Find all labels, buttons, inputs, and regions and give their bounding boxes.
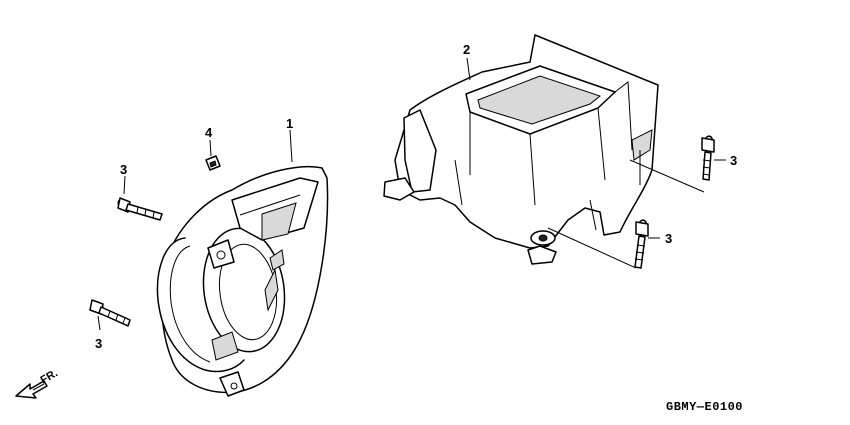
- diagram-code: GBMY—E0100: [666, 400, 743, 414]
- callout-2: 2: [463, 42, 470, 57]
- bolt-right-lower: [634, 219, 649, 269]
- callout-3-upper-left: 3: [120, 162, 127, 177]
- front-marker-label: FR.: [39, 367, 60, 386]
- callout-4: 4: [205, 125, 213, 140]
- bolt-right-upper: [701, 135, 715, 181]
- callout-1: 1: [286, 116, 293, 131]
- shroud-part: [383, 34, 659, 265]
- bolt-lower-left: [89, 299, 131, 327]
- clip-part: [205, 155, 221, 171]
- callout-3-right-upper: 3: [730, 153, 737, 168]
- leader-lines: [97, 57, 726, 331]
- bolt-upper-left: [117, 197, 163, 221]
- front-arrow-icon: [15, 380, 48, 399]
- callout-3-right-lower: 3: [665, 231, 672, 246]
- fan-cover-part: [156, 165, 329, 397]
- callout-3-lower-left: 3: [95, 336, 102, 351]
